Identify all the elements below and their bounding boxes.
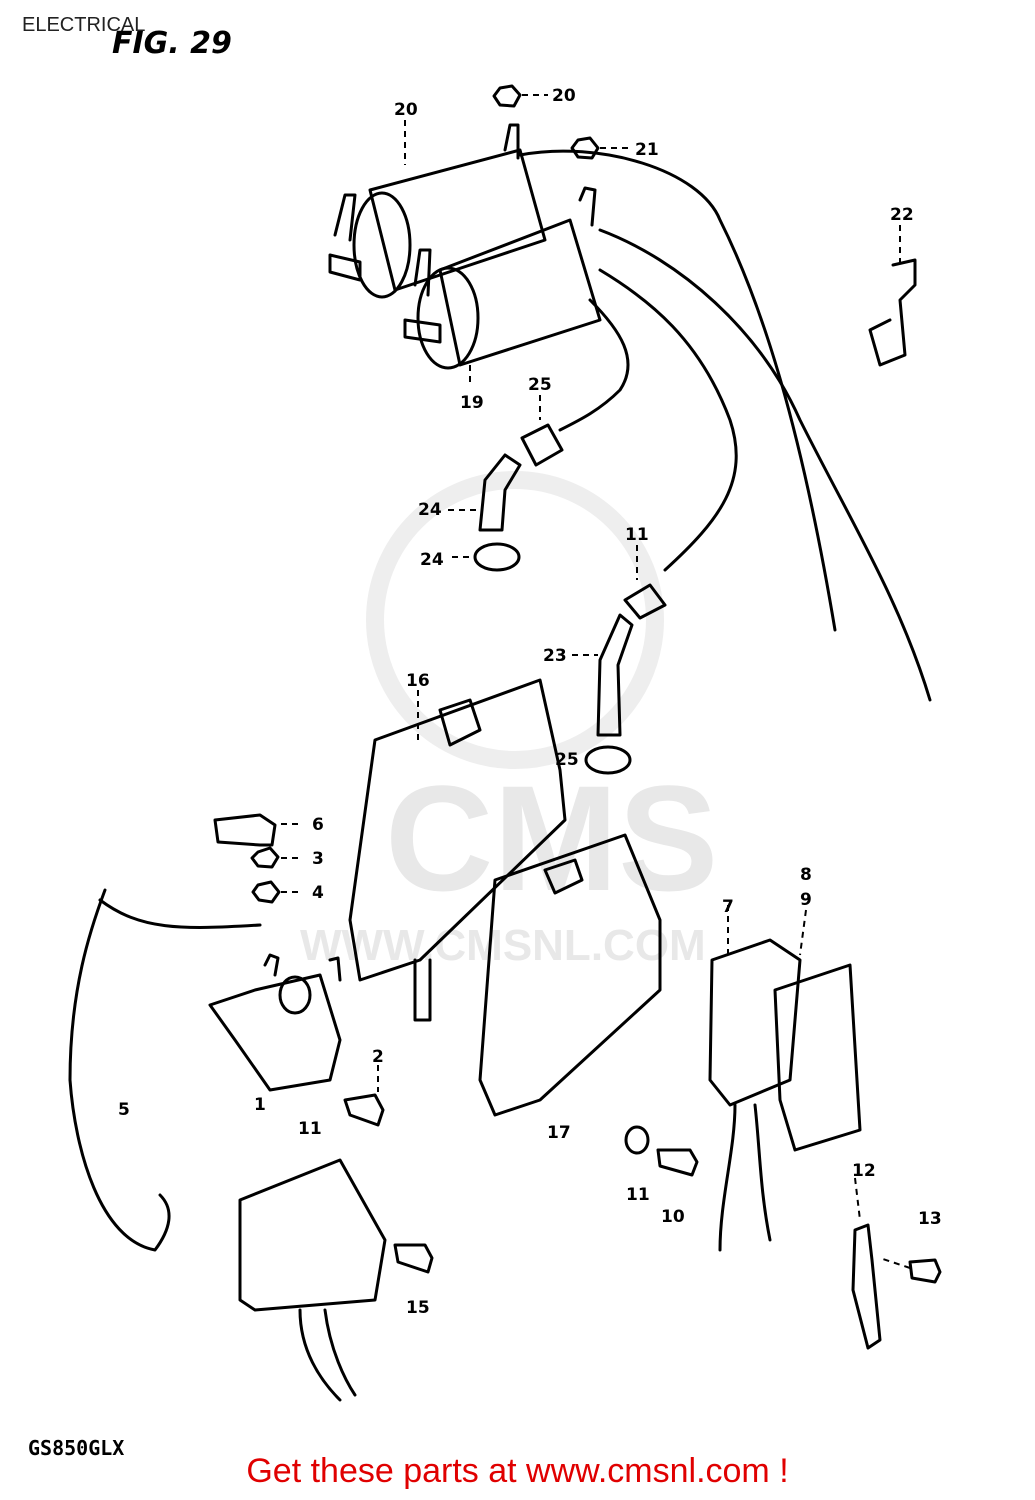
callout-10: 10 — [661, 1207, 685, 1227]
model-code: GS850GLX — [28, 1436, 125, 1460]
strap-12 — [851, 1223, 882, 1350]
regulator-unit — [238, 1158, 387, 1402]
nut-20-lower — [570, 136, 600, 160]
callout-12: 12 — [852, 1161, 876, 1181]
screw-13 — [908, 1258, 942, 1284]
callout-18: 19 — [460, 393, 484, 413]
nut-20-upper — [492, 84, 522, 108]
callout-4: 4 — [312, 883, 324, 903]
callout-13: 13 — [918, 1209, 942, 1229]
callout-11: 11 — [626, 1185, 650, 1205]
callout-6: 6 — [312, 815, 324, 835]
callout-24a: 24 — [420, 550, 444, 570]
callout-9: 9 — [800, 890, 812, 910]
connector-25-lower — [623, 583, 667, 620]
callout-20a: 20 — [552, 86, 576, 106]
seal-24-upper — [473, 542, 521, 572]
watermark-url: WWW.CMSNL.COM — [300, 921, 706, 970]
starter-relay-1 — [208, 953, 342, 1092]
plug-cap-23 — [478, 453, 522, 532]
nut-3 — [250, 846, 280, 869]
screw-10 — [656, 1148, 699, 1177]
parts-link-banner[interactable]: Get these parts at www.cmsnl.com ! — [246, 1452, 789, 1490]
bracket-17 — [478, 833, 662, 1117]
callout-8: 8 — [800, 865, 812, 885]
ht-leads — [518, 149, 932, 702]
watermark-brand: CMS — [385, 754, 718, 922]
clamp-21 — [868, 258, 917, 367]
callout-16: 16 — [406, 671, 430, 691]
callout-17: 17 — [547, 1123, 571, 1143]
callout-25b: 11 — [625, 525, 649, 545]
nut-4 — [251, 880, 281, 904]
screw-15 — [393, 1243, 434, 1274]
screw-2 — [343, 1093, 385, 1127]
callout-21: 22 — [890, 205, 914, 225]
ignition-coil-19 — [328, 123, 547, 299]
section-title: ELECTRICAL — [22, 14, 146, 36]
callout-24b: 25 — [555, 750, 579, 770]
connector-25-upper — [520, 423, 564, 467]
ignition-coil-18 — [403, 186, 602, 370]
bracket-16 — [348, 678, 567, 982]
callout-25a: 25 — [528, 375, 552, 395]
callout-11-left: 11 — [298, 1119, 322, 1139]
callout-15: 15 — [406, 1298, 430, 1318]
washer-11 — [624, 1125, 650, 1155]
plug-cap-22 — [596, 613, 634, 737]
starter-lead-5 — [68, 888, 171, 1252]
callout-5: 5 — [118, 1100, 130, 1120]
callout-2: 2 — [372, 1047, 384, 1067]
callout-1: 1 — [254, 1095, 266, 1115]
callout-20b: 21 — [635, 140, 659, 160]
callout-22: 23 — [543, 646, 567, 666]
callout-19: 20 — [394, 100, 418, 120]
cap-6 — [213, 813, 277, 847]
figure-label: FIG. 29 — [112, 26, 232, 61]
fuse-box-7 — [708, 938, 862, 1252]
callout-7: 7 — [722, 897, 734, 917]
callout-3: 3 — [312, 849, 324, 869]
callout-23: 24 — [418, 500, 442, 520]
watermark: CMS WWW.CMSNL.COM — [300, 471, 718, 970]
